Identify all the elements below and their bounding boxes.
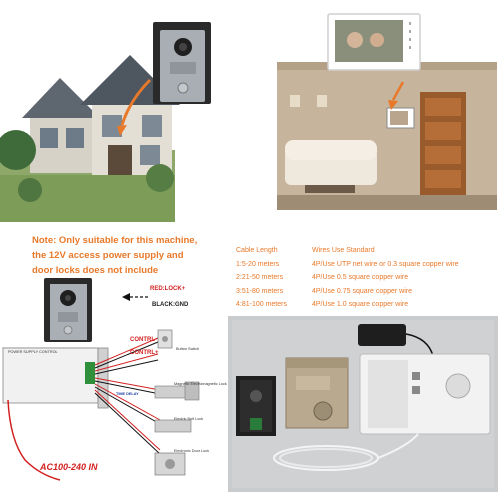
doorbell-arrow [120, 78, 152, 126]
house-scene [0, 0, 250, 225]
table-row: 4:81-100 meters 4P/Use 1.0 square copper… [236, 298, 498, 312]
bolt-lock-device [154, 419, 192, 433]
cell-wires: 4P/Use 0.75 square copper wire [312, 287, 412, 295]
note-text: Note: Only suitable for this machine, th… [32, 233, 242, 278]
label-time-delay: TIME DELAY [116, 392, 139, 396]
arrow-head-icon [117, 125, 127, 136]
outdoor-camera-photo [236, 376, 276, 436]
note-line: door locks does not include [32, 265, 159, 276]
sofa-illustration [285, 140, 377, 193]
cell-length: 2:21-50 meters [236, 274, 284, 282]
label-contrl-plus: CONTRL+ [130, 350, 159, 356]
arrow-head-icon [388, 100, 398, 110]
wiring-diagram [1, 278, 200, 481]
label-door-lock: Electronic Door Lock [174, 449, 210, 453]
header-length: Cable Length [236, 247, 278, 255]
arrow-left-icon [122, 293, 130, 301]
cable-table: Cable Length Wires Use Standard 1:5-20 m… [236, 244, 498, 312]
label-ac-input: AC100-240 IN [40, 462, 98, 472]
cell-length: 3:51-80 meters [236, 287, 284, 295]
label-contrl-minus: CONTRL- [130, 337, 157, 343]
cell-wires: 4P/Use 0.5 square copper wire [312, 274, 409, 282]
cell-wires: 4P/Use 1.0 square copper wire [312, 301, 409, 309]
doorbell-camera-unit [153, 22, 211, 104]
label-bolt-lock: Electric Bolt Lock [174, 417, 204, 421]
house-illustration [0, 55, 180, 202]
header-wires: Wires Use Standard [312, 247, 375, 255]
indoor-monitor-large [327, 13, 421, 71]
doorbell-camera-small [44, 278, 92, 342]
label-psu: POWER SUPPLY CONTROL [8, 350, 58, 354]
note-line: the 12V access power supply and [32, 250, 184, 261]
note-line: Note: Only suitable for this machine, [32, 235, 198, 246]
wooden-door [420, 92, 466, 195]
table-row: 1:5-20 meters 4P/Use UTP net wire or 0.3… [236, 258, 498, 272]
wire-bundle [7, 337, 161, 481]
label-mag-lock: Magnetic Electromagnetic Lock [174, 382, 227, 386]
cell-wires: 4P/Use UTP net wire or 0.3 square copper… [312, 260, 459, 268]
cable-table-header: Cable Length Wires Use Standard [236, 244, 498, 258]
label-red-lock: RED:LOCK+ [150, 286, 186, 292]
electric-lock-photo [285, 357, 349, 429]
indoor-monitor-photo [359, 353, 491, 435]
product-photo [228, 316, 498, 492]
power-supply-box [1, 347, 110, 409]
living-room-scene [275, 0, 500, 230]
table-row: 2:21-50 meters 4P/Use 0.5 square copper … [236, 271, 498, 285]
monitor-arrow [391, 81, 405, 101]
table-row: 3:51-80 meters 4P/Use 0.75 square copper… [236, 285, 498, 299]
label-black-gnd: BLACK:GND [152, 302, 189, 308]
cell-length: 1:5-20 meters [236, 260, 280, 268]
label-exit-button: Button Switch [176, 347, 200, 351]
cell-length: 4:81-100 meters [236, 301, 287, 309]
